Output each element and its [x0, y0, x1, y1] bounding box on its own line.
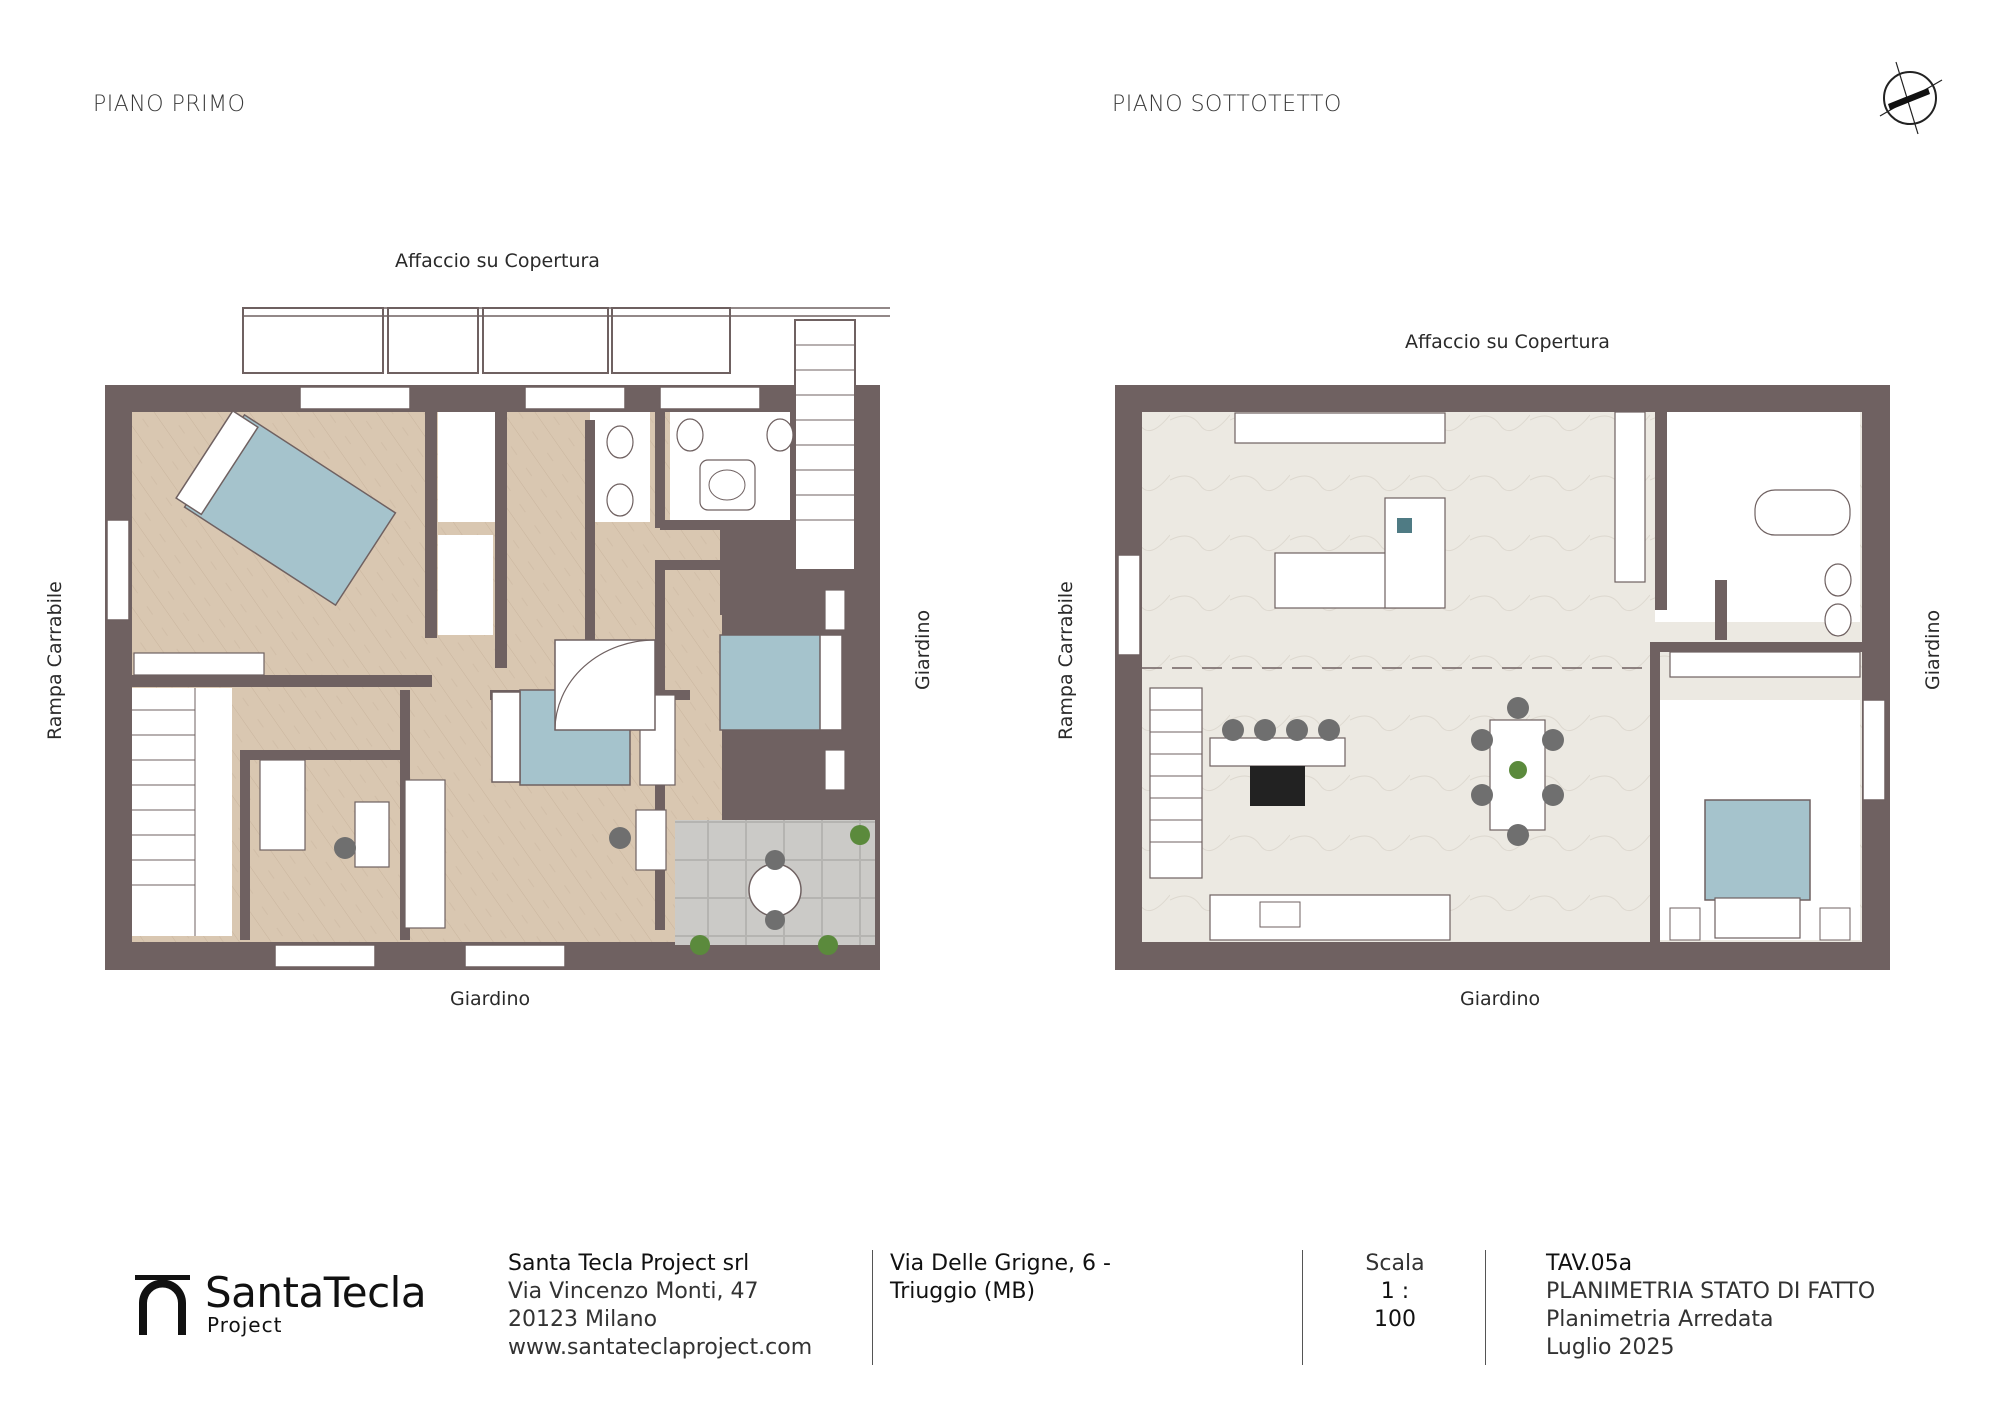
right-plan-right-label: Giardino — [1922, 609, 1944, 690]
right-plan-bottom-label: Giardino — [1460, 988, 1541, 1010]
sheet-code: TAV.05a — [1546, 1251, 1633, 1276]
logo-subtitle: Project — [207, 1313, 283, 1337]
site-address-line1: Via Delle Grigne, 6 - — [890, 1251, 1111, 1276]
company-name: Santa Tecla Project srl — [508, 1251, 750, 1276]
company-logo-icon — [135, 1275, 190, 1335]
company-website[interactable]: www.santateclaproject.com — [508, 1335, 813, 1360]
sheet-info: TAV.05a PLANIMETRIA STATO DI FATTO Plani… — [1546, 1250, 1875, 1362]
floor-plan-attic — [1115, 385, 1890, 970]
plan-title-attic: PIANO SOTTOTETTO — [1112, 92, 1342, 117]
footer-divider — [1302, 1250, 1303, 1365]
bed-master — [175, 409, 397, 607]
right-plan-left-label: Rampa Carrabile — [1055, 581, 1077, 740]
right-plan-top-label: Affaccio su Copertura — [1405, 331, 1610, 353]
sheet-date: Luglio 2025 — [1546, 1335, 1675, 1360]
left-plan-right-label: Giardino — [912, 609, 934, 690]
sheet-title: PLANIMETRIA STATO DI FATTO — [1546, 1279, 1876, 1304]
logo-wordmark: SantaTecla — [205, 1268, 427, 1317]
left-plan-left-label: Rampa Carrabile — [44, 581, 66, 740]
site-address: Via Delle Grigne, 6 - Triuggio (MB) — [890, 1250, 1111, 1306]
footer-divider — [872, 1250, 873, 1365]
floor-plan-first-floor — [105, 307, 890, 970]
north-arrow-icon — [1879, 61, 1943, 135]
scale-info: Scala 1 : 100 — [1360, 1250, 1430, 1334]
left-plan-bottom-label: Giardino — [450, 988, 531, 1010]
roof-balcony-storage — [242, 307, 890, 374]
company-city: 20123 Milano — [508, 1307, 658, 1332]
sheet-subtitle: Planimetria Arredata — [1546, 1307, 1774, 1332]
scale-value: 1 : 100 — [1374, 1279, 1416, 1332]
site-address-line2: Triuggio (MB) — [890, 1279, 1036, 1304]
company-address: Via Vincenzo Monti, 47 — [508, 1279, 759, 1304]
plan-title-first-floor: PIANO PRIMO — [93, 92, 246, 117]
footer-divider — [1485, 1250, 1486, 1365]
scale-label: Scala — [1365, 1251, 1425, 1276]
company-info: Santa Tecla Project srl Via Vincenzo Mon… — [508, 1250, 812, 1362]
left-plan-top-label: Affaccio su Copertura — [395, 250, 600, 272]
bed-double-right — [719, 634, 843, 731]
